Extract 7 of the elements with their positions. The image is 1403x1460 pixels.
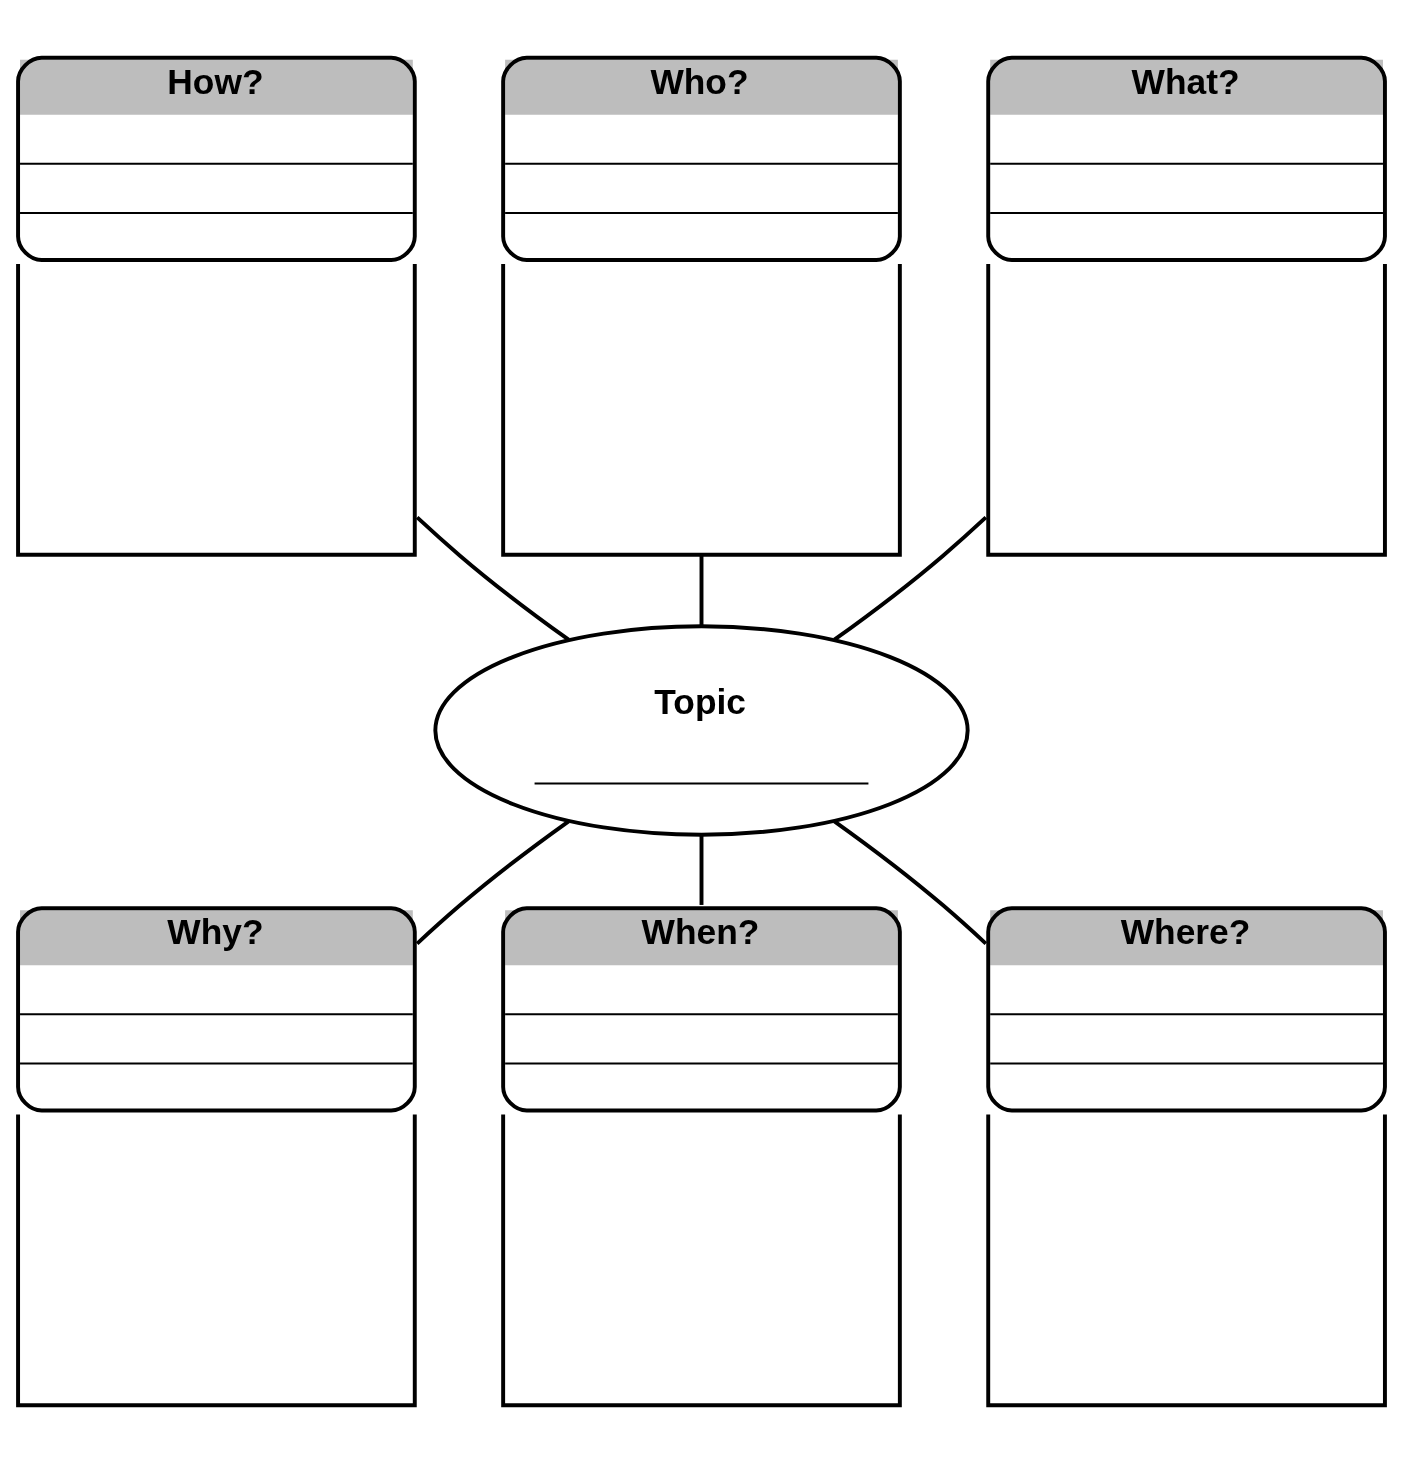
connector <box>833 819 988 945</box>
connector <box>833 515 988 641</box>
connector <box>699 834 704 905</box>
connector <box>699 555 704 626</box>
node-ellipse: Topic <box>433 623 970 837</box>
connector <box>415 819 570 945</box>
connector <box>415 515 570 641</box>
